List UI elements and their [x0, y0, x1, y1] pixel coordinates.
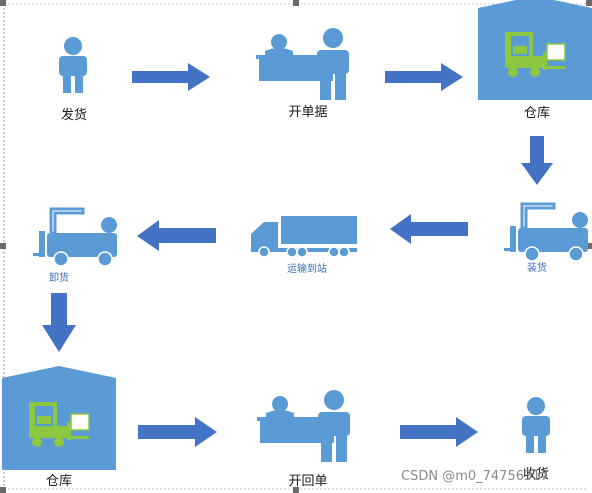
node-label: 仓库: [524, 105, 550, 121]
node-label: 开回单: [288, 474, 327, 489]
node-load: 装货: [502, 202, 590, 274]
arrow-right-icon: [385, 63, 463, 91]
resize-handle-bottom-left[interactable]: [0, 487, 6, 493]
node-label: 仓库: [46, 473, 72, 489]
truck-icon: [250, 215, 358, 258]
watermark: CSDN @m0_74756317: [401, 469, 549, 484]
arrow-down-icon: [521, 136, 553, 185]
forklift-icon: [31, 207, 119, 268]
resize-handle-bottom-mid[interactable]: [293, 487, 299, 493]
node-label: 卸货: [49, 271, 69, 284]
resize-handle-mid-right[interactable]: [586, 243, 592, 249]
forklift-icon: [502, 202, 590, 263]
clerk-desk-icon: [257, 390, 350, 462]
node-label: 发货: [61, 107, 87, 123]
edge-layer: [42, 63, 553, 447]
resize-handle-top-left[interactable]: [0, 0, 6, 6]
warehouse-icon: [1, 365, 117, 471]
person-icon: [59, 37, 87, 93]
warehouse-icon: [477, 0, 592, 101]
node-label: 收货: [523, 466, 549, 482]
person-icon: [522, 397, 550, 453]
clerk-desk-icon: [256, 28, 349, 100]
arrow-left-icon: [137, 220, 216, 251]
arrow-right-icon: [132, 63, 210, 91]
arrow-left-icon: [390, 214, 468, 244]
node-warehouse-2: 仓库: [1, 365, 117, 489]
node-unload: 卸货: [31, 207, 119, 284]
node-warehouse-1: 仓库: [477, 0, 592, 121]
node-return-slip: 开回单: [257, 390, 350, 489]
arrow-right-icon: [400, 417, 478, 447]
arrow-right-icon: [138, 417, 217, 447]
resize-handle-top-right[interactable]: [586, 0, 592, 6]
node-invoice: 开单据: [256, 28, 349, 120]
node-receive: 收货: [522, 397, 550, 482]
arrow-down-icon: [42, 293, 76, 352]
node-label: 装货: [527, 261, 547, 274]
node-label: 运输到站: [287, 262, 327, 275]
node-ship: 发货: [59, 37, 87, 123]
node-transport: 运输到站: [250, 215, 358, 275]
node-label: 开单据: [288, 105, 327, 120]
resize-handle-mid-left[interactable]: [0, 243, 6, 249]
resize-handle-top-mid[interactable]: [293, 0, 299, 6]
